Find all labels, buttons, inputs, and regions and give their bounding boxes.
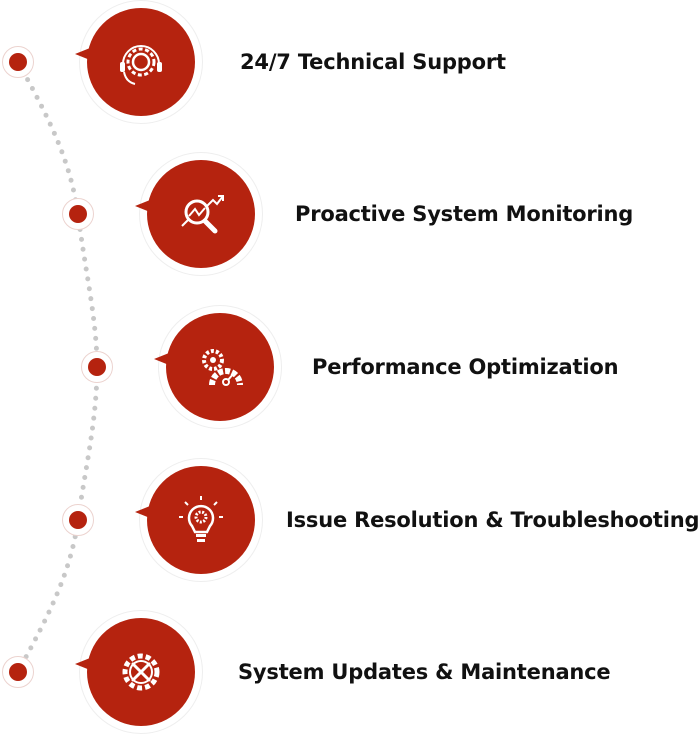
step-label: System Updates & Maintenance (238, 660, 611, 684)
step-badge (75, 0, 203, 124)
step-circle (87, 8, 195, 116)
step-badge (135, 458, 263, 582)
step-circle (87, 618, 195, 726)
step-label: Issue Resolution & Troubleshooting (286, 508, 700, 532)
step-badge (154, 305, 282, 429)
step-badge (135, 152, 263, 276)
step-circle (147, 466, 255, 574)
step-circle (147, 160, 255, 268)
timeline-dot (81, 351, 113, 383)
headset-gear-icon (120, 45, 162, 85)
timeline-dot (2, 656, 34, 688)
step-label: Performance Optimization (312, 355, 619, 379)
step-label: 24/7 Technical Support (240, 50, 506, 74)
step-badge (75, 610, 203, 734)
timeline-dot (62, 198, 94, 230)
timeline-dot (2, 46, 34, 78)
lightbulb-gear-icon (179, 496, 223, 542)
timeline-dot (62, 504, 94, 536)
gear-gauge-icon (202, 349, 243, 386)
gear-tools-icon (122, 653, 160, 691)
magnifier-chart-icon (181, 195, 224, 234)
step-circle (166, 313, 274, 421)
step-label: Proactive System Monitoring (295, 202, 634, 226)
